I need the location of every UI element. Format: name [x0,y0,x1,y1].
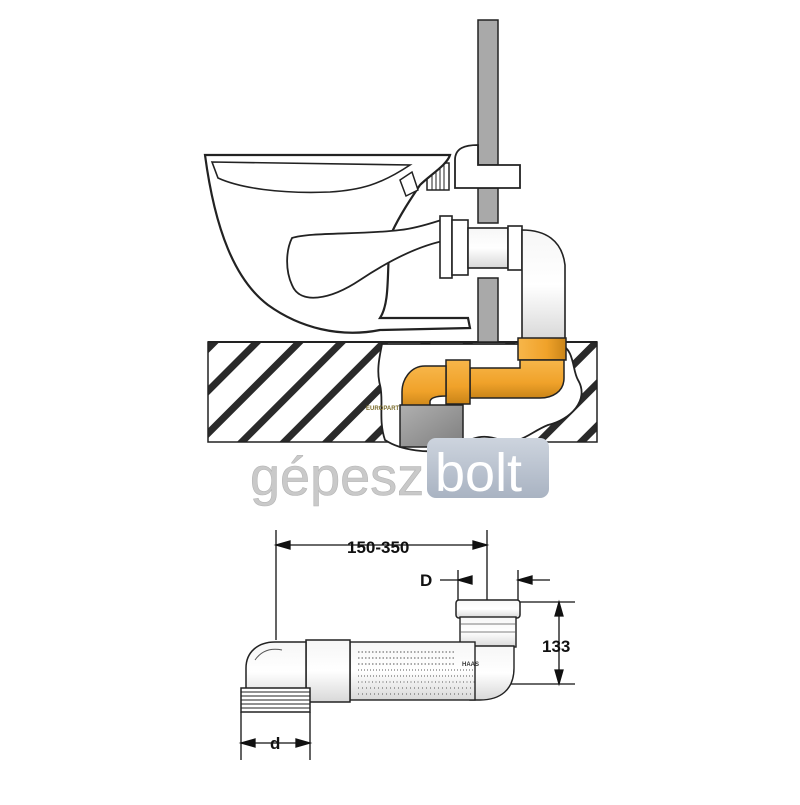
pipe-coupling [305,639,351,703]
dimension-length [273,530,490,640]
outlet-connector [439,215,566,341]
dimension-outlet [440,570,550,600]
dimension-inlet [238,712,313,760]
orange-drain-pipe [401,337,567,409]
dimension-outlet-label: D [420,571,432,590]
watermark-left-text: gépesz [250,447,424,507]
dimension-length-label: 150-350 [347,538,409,557]
toilet-bowl [203,153,472,334]
watermark: gépesz bolt [250,438,549,507]
inlet-seal [240,687,311,713]
dimension-height-label: 133 [542,637,570,656]
flexible-pipe: HAAS [349,641,479,701]
dimension-inlet-label: d [270,734,280,753]
watermark-right-box [427,438,549,498]
box-logo: EUROPART [366,406,400,412]
pipe-marking: HAAS [462,662,479,668]
dimension-height [505,599,575,687]
product-drawing: 150-350 D 133 d [238,530,575,760]
wall-beam [477,19,499,343]
watermark-right-text: bolt [435,443,522,503]
installation-drawing: EUROPART [203,19,598,453]
